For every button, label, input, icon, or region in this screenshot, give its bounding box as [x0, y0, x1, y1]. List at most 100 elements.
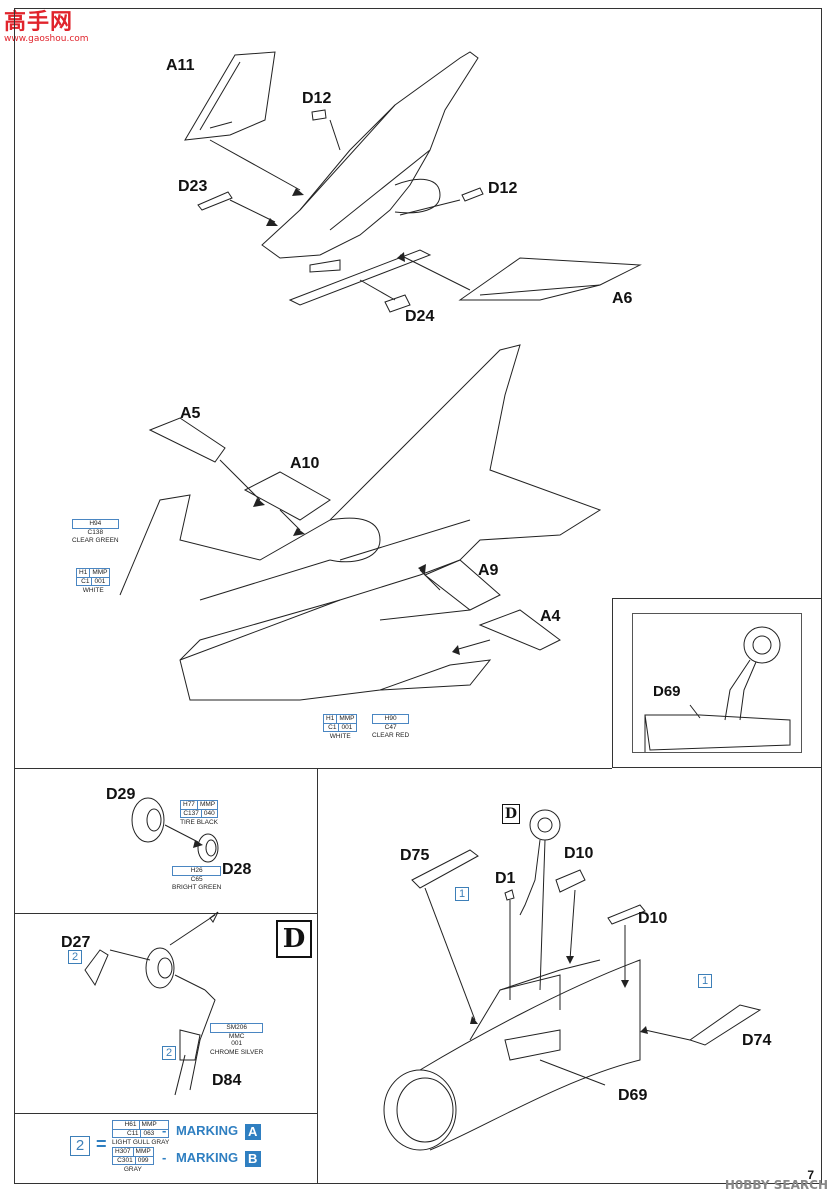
paint-c: C137	[183, 809, 199, 817]
paint-name: CHROME SILVER	[210, 1048, 264, 1056]
paint-name: WHITE	[329, 733, 351, 740]
part-a6-shape	[458, 257, 642, 301]
legend-equals: =	[96, 1134, 107, 1154]
page-number: 7	[807, 1168, 814, 1182]
part-label-d69-inset: D69	[653, 683, 681, 700]
part-a9-shape	[424, 559, 501, 611]
part-a5-shape	[148, 417, 226, 463]
part-d24-shape	[384, 294, 411, 313]
wheel-d29-tire	[131, 797, 165, 843]
paint-c: C138	[87, 528, 104, 536]
paint-name: BRIGHT GREEN	[172, 884, 222, 891]
paint-code-chrome-silver: SM206 MMC 001 CHROME SILVER	[210, 1023, 264, 1056]
legend-marking-label: MARKING	[175, 1123, 239, 1138]
paint-name: TIRE BLACK	[180, 819, 219, 826]
paint-m: MMP	[196, 801, 217, 809]
paint-h: H26	[190, 867, 203, 874]
page-frame	[14, 8, 822, 1184]
paint-name: CLEAR GREEN	[72, 537, 119, 544]
part-label-d12-top: D12	[302, 90, 332, 107]
paint-m2: 001	[91, 577, 107, 585]
legend-marking-label: MARKING	[175, 1150, 239, 1165]
paint-m: MMP	[89, 569, 109, 577]
watermark-logo-text: 高手网	[4, 10, 74, 35]
paint-h: H77	[183, 801, 195, 808]
part-label-d69-bottom: D69	[618, 1087, 648, 1104]
part-label-a4: A4	[540, 608, 561, 625]
part-d10-a-shape	[555, 869, 586, 893]
callout-1-d75: 1	[455, 887, 469, 901]
hobbysearch-watermark: H0BBY SEARCH	[724, 1178, 828, 1192]
part-label-d29: D29	[106, 786, 136, 803]
part-label-d74: D74	[742, 1032, 772, 1049]
callout-1-d74: 1	[698, 974, 712, 988]
paint-h: SM206	[226, 1024, 247, 1031]
part-label-d1: D1	[495, 870, 516, 887]
wheel-subsection-divider	[14, 913, 318, 914]
part-label-d27: D27	[61, 934, 91, 951]
paint-h: H1	[326, 715, 335, 722]
part-label-a10: A10	[290, 455, 320, 472]
paint-m2: 040	[200, 809, 217, 817]
paint-h: H1	[79, 569, 88, 576]
paint-m: MMP	[138, 1121, 159, 1129]
paint-m: MMP	[336, 715, 356, 723]
paint-name: WHITE	[82, 587, 104, 594]
part-label-a6: A6	[612, 290, 633, 307]
paint-c: C11	[127, 1129, 139, 1137]
part-d12-right-shape	[461, 187, 484, 202]
part-label-a5: A5	[180, 405, 201, 422]
paint-m: MMP	[132, 1148, 153, 1156]
paint-name: LIGHT GULL GRAY	[112, 1139, 170, 1146]
part-label-d28: D28	[222, 861, 252, 878]
part-a11-shape	[184, 51, 276, 141]
paint-c: C301	[117, 1156, 133, 1164]
paint-h: H61	[124, 1121, 137, 1128]
paint-m2: 001	[231, 1040, 243, 1047]
part-d75-shape	[411, 849, 479, 889]
callout-2-d84: 2	[162, 1046, 176, 1060]
ventral-strake-top	[288, 249, 432, 306]
part-label-d12-right: D12	[488, 180, 518, 197]
detail-d-box-small: D	[502, 804, 520, 824]
paint-code-bright-green: H26 C65 BRIGHT GREEN	[172, 866, 222, 892]
rear-fuselage-mid	[119, 344, 602, 701]
part-d23-shape	[197, 191, 233, 211]
legend-dash: -	[162, 1123, 167, 1138]
part-label-d84: D84	[212, 1072, 242, 1089]
paint-c: C1	[328, 723, 337, 731]
paint-c: C65	[190, 875, 203, 883]
inset-frame-nose-gear	[612, 598, 822, 768]
detail-d-box-large: D	[276, 920, 312, 958]
tail-fin-top	[261, 51, 479, 259]
part-d74-shape	[688, 1004, 762, 1046]
top-right-divider	[318, 768, 612, 769]
part-d10-b-shape	[607, 904, 646, 925]
part-a10-shape	[243, 471, 331, 521]
paint-code-clear-red: H90 C47 CLEAR RED	[372, 714, 410, 740]
wheel-d28-hub	[197, 833, 219, 863]
part-label-d75: D75	[400, 847, 430, 864]
paint-h: H94	[89, 520, 102, 527]
paint-m: MMC	[228, 1032, 245, 1040]
paint-m2: 001	[338, 723, 354, 731]
marking-letter-a: A	[244, 1123, 261, 1140]
part-d12-top-shape	[311, 109, 327, 121]
paint-m2: 063	[140, 1129, 156, 1137]
callout-2-d27: 2	[68, 950, 82, 964]
legend-marking-b: - MARKING B	[162, 1150, 261, 1167]
part-label-a11: A11	[166, 57, 195, 74]
part-label-d10-b: D10	[638, 910, 668, 927]
part-label-d10-a: D10	[564, 845, 594, 862]
part-d1-shape	[504, 889, 515, 901]
legend-dash: -	[162, 1150, 167, 1165]
intake-lip	[383, 1069, 457, 1151]
part-a4-shape	[478, 609, 561, 651]
legend-number-2: 2	[70, 1136, 90, 1156]
